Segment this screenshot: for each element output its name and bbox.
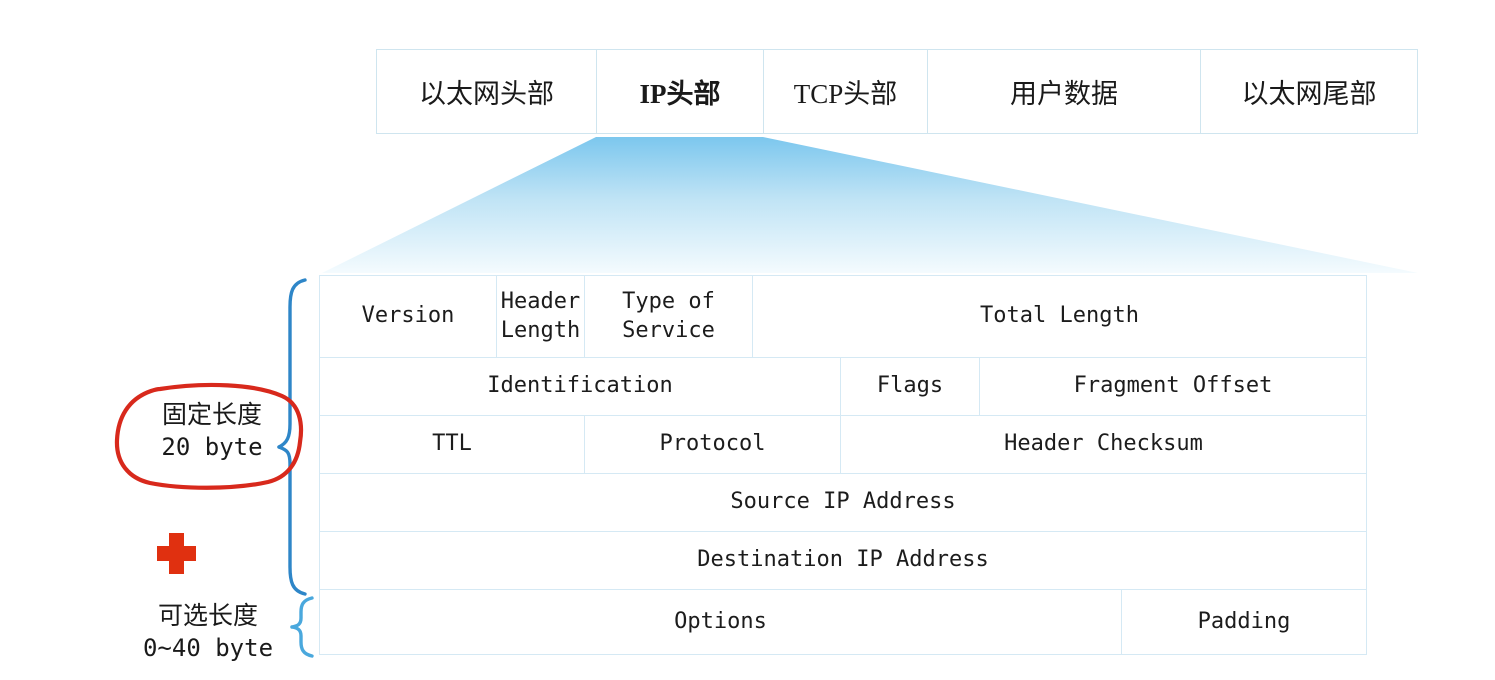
- field-version: Version: [320, 276, 497, 357]
- table-row: TTL Protocol Header Checksum: [320, 416, 1366, 474]
- optional-length-line2: 0~40 byte: [142, 634, 274, 662]
- strip-cell-user-data: 用户数据: [928, 50, 1201, 133]
- encapsulation-strip: 以太网头部 IP头部 TCP头部 用户数据 以太网尾部: [376, 49, 1418, 134]
- strip-cell-ethernet-header: 以太网头部: [377, 50, 597, 133]
- field-header-length: Header Length: [497, 276, 585, 357]
- fixed-length-line1: 固定长度: [161, 401, 262, 429]
- field-type-of-service: Type of Service: [585, 276, 753, 357]
- plus-icon: [157, 533, 196, 574]
- strip-cell-label: IP头部: [639, 79, 721, 109]
- strip-cell-tcp-header: TCP头部: [764, 50, 928, 133]
- field-protocol: Protocol: [585, 416, 841, 473]
- strip-cell-ethernet-trailer: 以太网尾部: [1201, 50, 1417, 133]
- field-total-length: Total Length: [980, 303, 1139, 329]
- table-row: Destination IP Address: [320, 532, 1366, 590]
- strip-cell-label: 以太网尾部: [1241, 79, 1377, 109]
- field-flags: Flags: [841, 358, 980, 415]
- field-options: Options: [320, 590, 1122, 654]
- field-ttl: TTL: [320, 416, 585, 473]
- ip-header-table: Version Header Length Type of Service To…: [319, 275, 1367, 655]
- table-row: Source IP Address: [320, 474, 1366, 532]
- field-fragment-offset: Fragment Offset: [1073, 373, 1273, 399]
- strip-cell-label: 以太网头部: [419, 79, 554, 109]
- field-source-ip-address: Source IP Address: [730, 489, 956, 515]
- optional-length-annotation: 可选长度 0~40 byte: [118, 600, 298, 665]
- strip-cell-label: 用户数据: [1010, 79, 1118, 109]
- field-identification: Identification: [320, 358, 841, 415]
- strip-cell-ip-header: IP头部: [597, 50, 764, 133]
- optional-length-line1: 可选长度: [157, 602, 258, 630]
- field-padding: Padding: [1197, 608, 1291, 634]
- table-row: Options Padding: [320, 590, 1366, 654]
- field-destination-ip-address: Destination IP Address: [697, 547, 989, 573]
- fixed-length-line2: 20 byte: [161, 433, 263, 461]
- strip-cell-label: TCP头部: [793, 79, 898, 109]
- field-header-checksum: Header Checksum: [1004, 431, 1203, 457]
- table-row: Version Header Length Type of Service To…: [320, 276, 1366, 358]
- table-row: Identification Flags Fragment Offset: [320, 358, 1366, 416]
- fixed-length-annotation: 固定长度 20 byte: [126, 399, 298, 464]
